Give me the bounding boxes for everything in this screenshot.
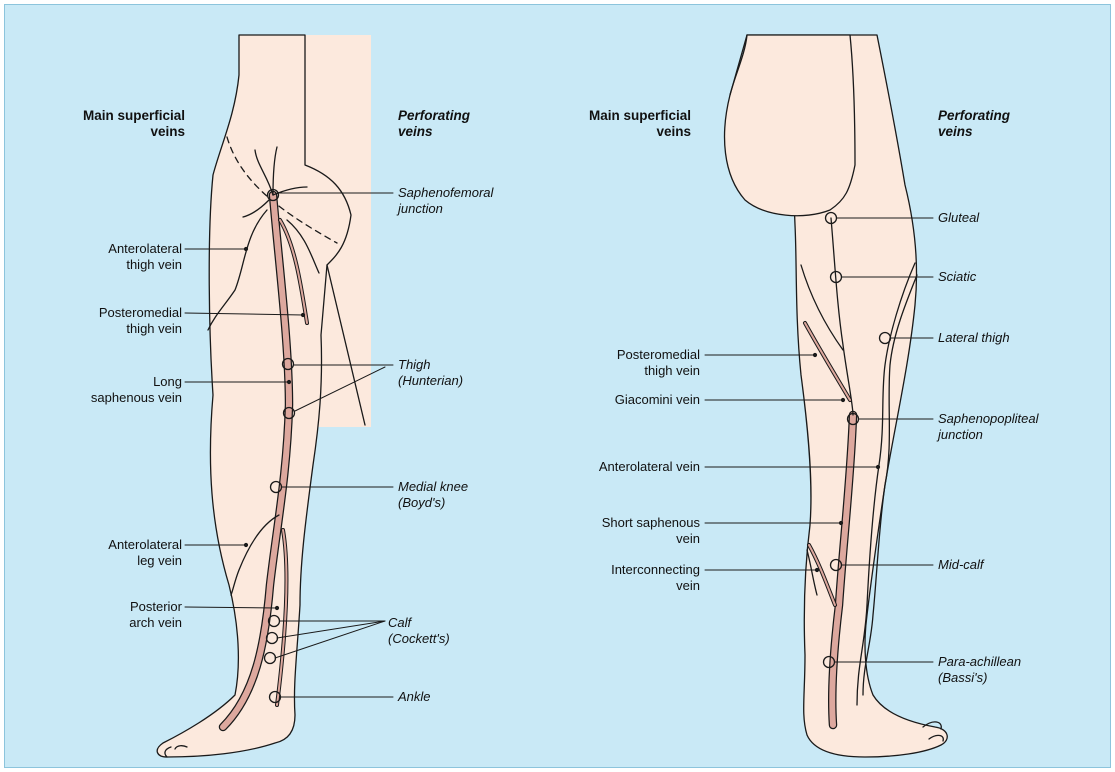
left-heading-perforating-veins: Perforating veins bbox=[398, 108, 538, 140]
label-anterolateral-thigh-vein: Anterolateral thigh vein bbox=[45, 241, 182, 273]
label-interconnecting-vein: Interconnecting vein bbox=[545, 562, 700, 594]
label-para-achillean-bassis: Para-achillean (Bassi's) bbox=[938, 654, 1098, 686]
label-posteromedial-thigh-vein-right: Posteromedial thigh vein bbox=[545, 347, 700, 379]
label-short-saphenous-vein: Short saphenous vein bbox=[545, 515, 700, 547]
label-ankle: Ankle bbox=[398, 689, 558, 705]
right-heading-perforating-veins: Perforating veins bbox=[938, 108, 1078, 140]
label-medial-knee-boyds: Medial knee (Boyd's) bbox=[398, 479, 558, 511]
diagram-figure: Main superficial veins Perforating veins… bbox=[4, 4, 1111, 768]
label-saphenopopliteal-junction: Saphenopopliteal junction bbox=[938, 411, 1098, 443]
label-mid-calf: Mid-calf bbox=[938, 557, 1098, 573]
label-long-saphenous-vein: Long saphenous vein bbox=[45, 374, 182, 406]
label-posterior-arch-vein: Posterior arch vein bbox=[45, 599, 182, 631]
label-anterolateral-leg-vein: Anterolateral leg vein bbox=[45, 537, 182, 569]
label-anterolateral-vein: Anterolateral vein bbox=[545, 459, 700, 475]
label-calf-cocketts: Calf (Cockett's) bbox=[388, 615, 548, 647]
label-lateral-thigh: Lateral thigh bbox=[938, 330, 1098, 346]
right-heading-main-veins: Main superficial veins bbox=[551, 108, 691, 140]
label-saphenofemoral-junction: Saphenofemoral junction bbox=[398, 185, 558, 217]
left-leg bbox=[157, 35, 393, 757]
left-heading-main-veins: Main superficial veins bbox=[45, 108, 185, 140]
label-giacomini-vein: Giacomini vein bbox=[545, 392, 700, 408]
label-sciatic: Sciatic bbox=[938, 269, 1098, 285]
label-posteromedial-thigh-vein: Posteromedial thigh vein bbox=[45, 305, 182, 337]
label-gluteal: Gluteal bbox=[938, 210, 1098, 226]
label-thigh-hunterian: Thigh (Hunterian) bbox=[398, 357, 558, 389]
right-leg bbox=[705, 35, 947, 757]
right-buttock bbox=[725, 35, 855, 216]
